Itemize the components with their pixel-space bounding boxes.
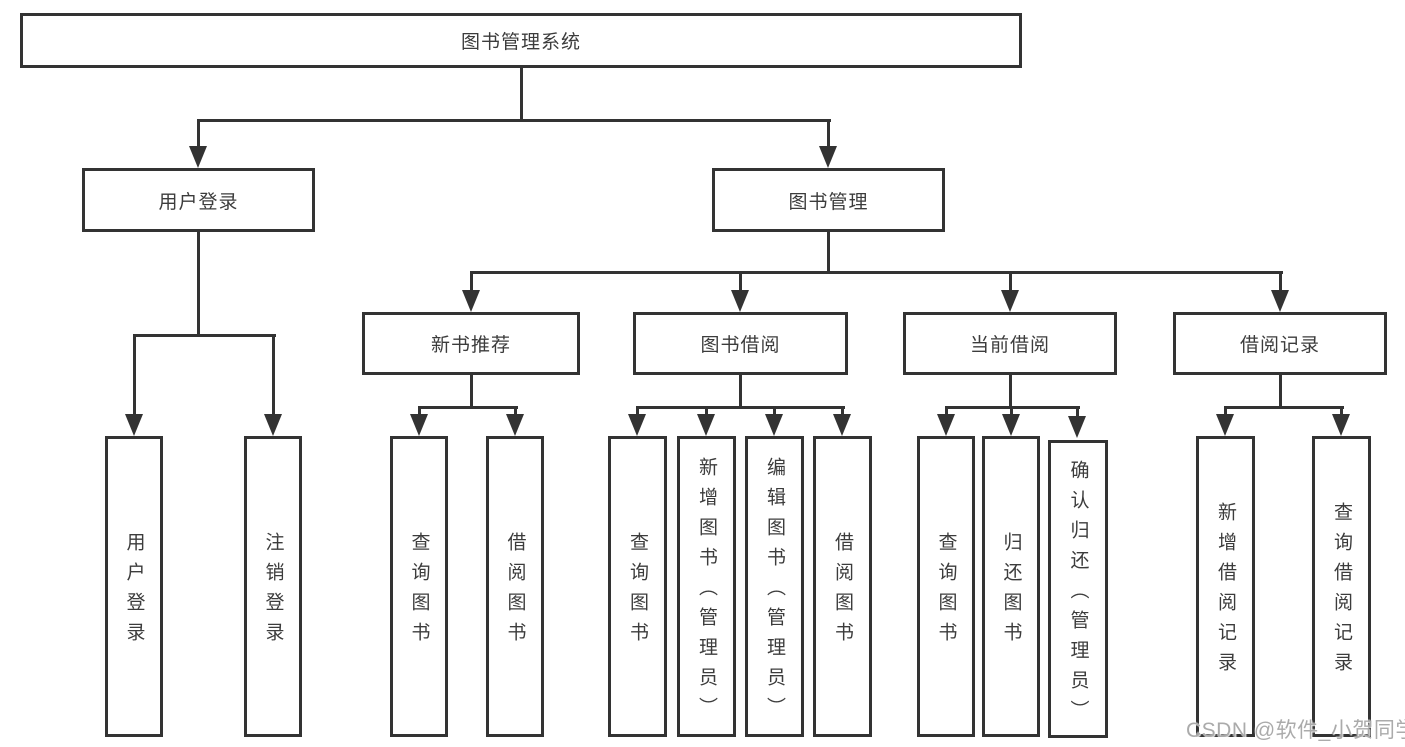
connector-line — [1009, 271, 1012, 292]
connector-line — [418, 406, 421, 416]
leaf-query-book-borrow: 查询图书 — [608, 436, 667, 737]
connector-line — [1224, 406, 1344, 409]
leaf-query-book-current-label: 查询图书 — [935, 532, 957, 652]
arrow-down-icon — [833, 414, 851, 436]
leaf-add-borrow-record-label: 新增借阅记录 — [1215, 502, 1236, 682]
leaf-query-borrow-record-label: 查询借阅记录 — [1331, 502, 1352, 682]
connector-line — [470, 271, 473, 292]
arrow-down-icon — [264, 414, 282, 436]
connector-line — [1010, 406, 1013, 416]
connector-line — [827, 119, 830, 147]
arrow-down-icon — [462, 290, 480, 312]
leaf-add-book-admin: 新增图书（管理员） — [677, 436, 736, 737]
leaf-edit-book-admin: 编辑图书（管理员） — [745, 436, 804, 737]
leaf-logout: 注销登录 — [244, 436, 302, 737]
leaf-query-book-current: 查询图书 — [917, 436, 975, 737]
arrow-down-icon — [189, 146, 207, 168]
arrow-down-icon — [1271, 290, 1289, 312]
leaf-user-login-label: 用户登录 — [123, 532, 145, 652]
node-book-borrow-label: 图书借阅 — [700, 335, 781, 356]
connector-line — [418, 406, 518, 409]
connector-line — [841, 406, 844, 416]
leaf-query-book-recommend: 查询图书 — [390, 436, 448, 737]
arrow-down-icon — [697, 414, 715, 436]
leaf-borrow-book-recommend: 借阅图书 — [486, 436, 544, 737]
arrow-down-icon — [1216, 414, 1234, 436]
arrow-down-icon — [1068, 416, 1086, 438]
leaf-borrow-book-borrow-label: 借阅图书 — [832, 532, 853, 652]
leaf-logout-label: 注销登录 — [262, 532, 284, 652]
node-borrow-record-label: 借阅记录 — [1239, 335, 1320, 356]
connector-line — [133, 334, 276, 337]
node-new-book-recommend-label: 新书推荐 — [430, 335, 511, 356]
leaf-add-book-admin-label: 新增图书（管理员） — [696, 457, 717, 727]
connector-line — [945, 406, 948, 416]
leaf-return-book-label: 归还图书 — [1000, 532, 1022, 652]
arrow-down-icon — [731, 290, 749, 312]
leaf-user-login: 用户登录 — [105, 436, 163, 737]
node-user-login-label: 用户登录 — [158, 191, 239, 213]
leaf-return-book: 归还图书 — [982, 436, 1040, 737]
connector-line — [1340, 406, 1343, 416]
leaf-add-borrow-record: 新增借阅记录 — [1196, 436, 1255, 737]
leaf-query-book-borrow-label: 查询图书 — [627, 532, 648, 652]
node-borrow-record: 借阅记录 — [1173, 312, 1387, 375]
connector-line — [827, 232, 830, 274]
connector-line — [1279, 271, 1282, 292]
arrow-down-icon — [1332, 414, 1350, 436]
leaf-query-borrow-record: 查询借阅记录 — [1312, 436, 1371, 737]
arrow-down-icon — [1001, 290, 1019, 312]
leaf-confirm-return-admin-label: 确认归还（管理员） — [1067, 459, 1089, 730]
arrow-down-icon — [765, 414, 783, 436]
connector-line — [739, 375, 742, 409]
connector-line — [272, 334, 275, 416]
arrow-down-icon — [937, 414, 955, 436]
node-current-borrow: 当前借阅 — [903, 312, 1117, 375]
leaf-query-book-recommend-label: 查询图书 — [408, 532, 430, 652]
node-root: 图书管理系统 — [20, 13, 1022, 68]
connector-line — [636, 406, 845, 409]
connector-line — [705, 406, 708, 416]
connector-line — [197, 232, 200, 337]
node-root-label: 图书管理系统 — [460, 32, 581, 53]
connector-line — [470, 375, 473, 409]
csdn-watermark: CSDN @软件_小贺同学 — [1186, 719, 1405, 742]
arrow-down-icon — [410, 414, 428, 436]
leaf-borrow-book-borrow: 借阅图书 — [813, 436, 872, 737]
connector-line — [514, 406, 517, 416]
connector-line — [1224, 406, 1227, 416]
arrow-down-icon — [125, 414, 143, 436]
node-new-book-recommend: 新书推荐 — [362, 312, 580, 375]
connector-line — [520, 68, 523, 120]
connector-line — [1279, 375, 1282, 409]
node-user-login: 用户登录 — [82, 168, 315, 232]
leaf-borrow-book-recommend-label: 借阅图书 — [504, 532, 526, 652]
connector-line — [133, 334, 136, 416]
node-book-borrow: 图书借阅 — [633, 312, 848, 375]
connector-line — [470, 271, 1283, 274]
connector-line — [1076, 406, 1079, 416]
connector-line — [773, 406, 776, 416]
connector-line — [197, 119, 831, 122]
node-book-management-label: 图书管理 — [788, 191, 869, 213]
leaf-edit-book-admin-label: 编辑图书（管理员） — [764, 457, 785, 727]
connector-line — [197, 119, 200, 147]
arrow-down-icon — [819, 146, 837, 168]
connector-line — [1009, 375, 1012, 409]
node-book-management: 图书管理 — [712, 168, 945, 232]
arrow-down-icon — [628, 414, 646, 436]
arrow-down-icon — [1002, 414, 1020, 436]
node-current-borrow-label: 当前借阅 — [969, 335, 1050, 356]
connector-line — [636, 406, 639, 416]
leaf-confirm-return-admin: 确认归还（管理员） — [1048, 440, 1108, 738]
arrow-down-icon — [506, 414, 524, 436]
connector-line — [739, 271, 742, 292]
